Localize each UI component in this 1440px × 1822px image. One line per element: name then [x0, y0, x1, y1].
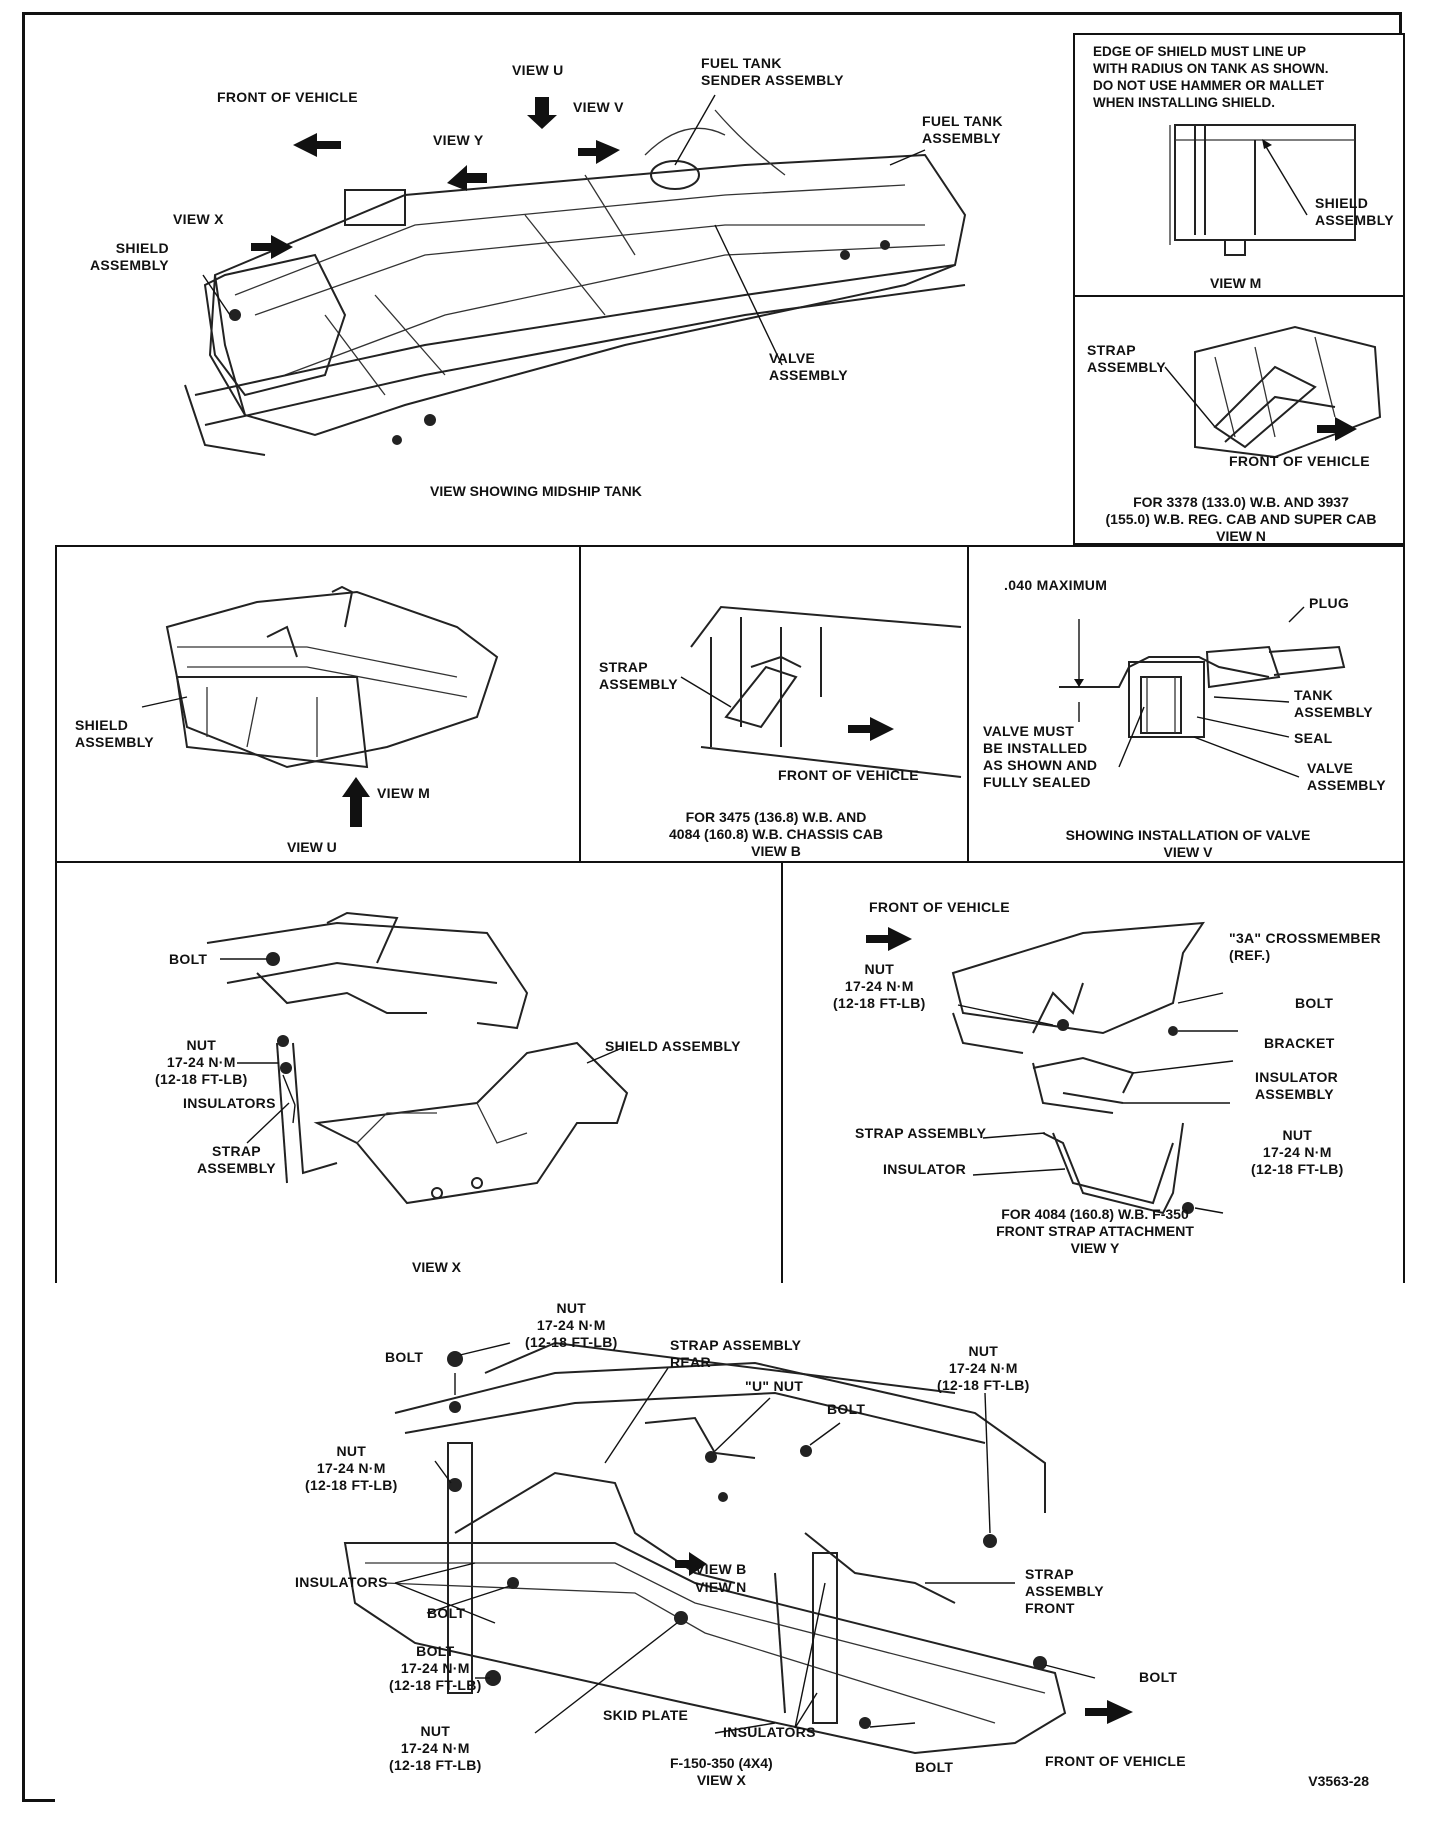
- view-b-strap-assembly-label: STRAP ASSEMBLY: [599, 659, 678, 692]
- view-x-top-bolt-label: BOLT: [169, 951, 208, 967]
- view-x-bottom-caption: F-150-350 (4X4) VIEW X: [670, 1755, 773, 1788]
- view-y-nut-label: NUT 17-24 N·m (12-18 FT-LB): [833, 961, 926, 1011]
- view-x-top-shield-assembly-label: SHIELD ASSEMBLY: [605, 1038, 741, 1054]
- view-x-bottom-skid-plate-label: SKID PLATE: [603, 1707, 689, 1723]
- panel-view-x-top: BOLT NUT 17-24 N·m (12-18 FT-LB) INSULAT…: [55, 861, 783, 1285]
- fuel-tank-sender-label: FUEL TANK SENDER ASSEMBLY: [701, 55, 844, 88]
- view-x-bottom-nut-right-label: NUT 17-24 N·m (12-18 FT-LB): [937, 1343, 1030, 1393]
- view-y-caption: FOR 4084 (160.8) W.B. F-350 FRONT STRAP …: [996, 1206, 1194, 1256]
- view-x-bottom-bolt-torque-label: BOLT 17-24 N·m (12-18 FT-LB): [389, 1643, 482, 1693]
- view-x-top-illustration: [206, 911, 629, 1205]
- view-y-insulator-label: INSULATOR: [883, 1161, 967, 1177]
- panel-view-n: STRAP ASSEMBLY FRONT OF VEHICLE FOR 3378…: [1073, 295, 1405, 545]
- view-y-illustration: [866, 921, 1238, 1215]
- view-x-top-caption: VIEW X: [412, 1259, 462, 1275]
- shield-assembly-label: SHIELD ASSEMBLY: [90, 240, 169, 273]
- view-y-bolt-label: BOLT: [1295, 995, 1334, 1011]
- view-x-bottom-bolt-bottom-label: BOLT: [915, 1759, 954, 1775]
- view-x-bottom-insulators-bottom-label: INSULATORS: [723, 1724, 816, 1740]
- view-y-crossmember-label: "3A" CROSSMEMBER (REF.): [1229, 930, 1381, 963]
- view-x-bottom-bolt-right-label: BOLT: [1139, 1669, 1178, 1685]
- view-x-bottom-view-b-label: VIEW B: [695, 1561, 747, 1577]
- view-v-valve-note: VALVE MUST BE INSTALLED AS SHOWN AND FUL…: [983, 723, 1098, 790]
- view-x-bottom-nut-left-label: NUT 17-24 N·m (12-18 FT-LB): [305, 1443, 398, 1493]
- view-v-seal-label: SEAL: [1294, 730, 1333, 746]
- view-n-caption: FOR 3378 (133.0) W.B. AND 3937 (155.0) W…: [1105, 494, 1377, 544]
- panel-view-v: .040 MAXIMUM PLUG TANK ASSEMBLY SEAL VAL…: [967, 545, 1405, 863]
- panel-view-b: STRAP ASSEMBLY FRONT OF VEHICLE FOR 3475…: [579, 545, 969, 863]
- view-x-bottom-view-n-label: VIEW N: [695, 1579, 747, 1595]
- view-y-front-of-vehicle-label: FRONT OF VEHICLE: [869, 899, 1010, 915]
- panel-midship-tank: FRONT OF VEHICLE VIEW U VIEW Y VIEW V VI…: [25, 15, 1073, 545]
- view-m-caption: VIEW M: [1210, 275, 1262, 291]
- view-n-front-of-vehicle-label: FRONT OF VEHICLE: [1229, 453, 1370, 469]
- view-n-strap-assembly-label: STRAP ASSEMBLY: [1087, 342, 1166, 375]
- panel-view-m: EDGE OF SHIELD MUST LINE UP WITH RADIUS …: [1073, 33, 1405, 297]
- view-x-bottom-front-of-vehicle-label: FRONT OF VEHICLE: [1045, 1753, 1186, 1769]
- view-m-note: EDGE OF SHIELD MUST LINE UP WITH RADIUS …: [1093, 44, 1329, 110]
- front-of-vehicle-label: FRONT OF VEHICLE: [217, 89, 358, 105]
- view-x-top-strap-assembly-label: STRAP ASSEMBLY: [197, 1143, 276, 1176]
- view-b-caption: FOR 3475 (136.8) W.B. AND 4084 (160.8) W…: [669, 809, 883, 859]
- view-u-caption: VIEW U: [287, 839, 337, 855]
- view-u-shield-assembly-label: SHIELD ASSEMBLY: [75, 717, 154, 750]
- panel-view-x-bottom: NUT 17-24 N·m (12-18 FT-LB) BOLT STRAP A…: [55, 1283, 1405, 1802]
- midship-tank-illustration: [184, 94, 967, 456]
- view-v-plug-label: PLUG: [1309, 595, 1350, 611]
- fuel-tank-assembly-label: FUEL TANK ASSEMBLY: [922, 113, 1003, 146]
- view-m-shield-assembly-label: SHIELD ASSEMBLY: [1315, 195, 1394, 228]
- view-v-max-label: .040 MAXIMUM: [1004, 577, 1108, 593]
- view-x-bottom-u-nut-label: "U" NUT: [745, 1378, 804, 1394]
- view-m-illustration: [1169, 124, 1356, 256]
- view-u-illustration: [141, 585, 499, 827]
- panel-view-u: SHIELD ASSEMBLY VIEW M VIEW U: [55, 545, 581, 863]
- view-v-valve-assembly-label: VALVE ASSEMBLY: [1307, 760, 1386, 793]
- view-y-label: VIEW Y: [433, 132, 484, 148]
- view-x-bottom-nut-bottom-label: NUT 17-24 N·m (12-18 FT-LB): [389, 1723, 482, 1773]
- view-x-top-insulators-label: INSULATORS: [183, 1095, 276, 1111]
- view-y-insulator-assembly-label: INSULATOR ASSEMBLY: [1255, 1069, 1339, 1102]
- view-x-top-nut-label: NUT 17-24 N·m (12-18 FT-LB): [155, 1037, 248, 1087]
- view-v-caption: SHOWING INSTALLATION OF VALVE VIEW V: [1065, 827, 1311, 860]
- view-x-bottom-insulators-left-label: INSULATORS: [295, 1574, 388, 1590]
- view-x-bottom-illustration: [343, 1341, 1133, 1755]
- view-u-label: VIEW U: [512, 62, 564, 78]
- view-u-view-m-label: VIEW M: [377, 785, 431, 801]
- diagram-sheet: FRONT OF VEHICLE VIEW U VIEW Y VIEW V VI…: [22, 12, 1405, 1802]
- view-b-illustration: [680, 605, 962, 778]
- view-x-bottom-bolt-top-label: BOLT: [385, 1349, 424, 1365]
- view-x-bottom-nut-top-label: NUT 17-24 N·m (12-18 FT-LB): [525, 1300, 618, 1350]
- figure-reference: V3563-28: [1308, 1773, 1369, 1789]
- view-x-bottom-strap-front-label: STRAP ASSEMBLY FRONT: [1025, 1566, 1104, 1616]
- view-y-strap-assembly-label: STRAP ASSEMBLY: [855, 1125, 987, 1141]
- view-n-illustration: [1164, 325, 1382, 459]
- view-b-front-of-vehicle-label: FRONT OF VEHICLE: [778, 767, 919, 783]
- midship-caption: VIEW SHOWING MIDSHIP TANK: [430, 483, 642, 499]
- view-v-label: VIEW V: [573, 99, 624, 115]
- view-v-tank-assembly-label: TANK ASSEMBLY: [1294, 687, 1373, 720]
- view-y-nut2-label: NUT 17-24 N·m (12-18 FT-LB): [1251, 1127, 1344, 1177]
- view-x-label: VIEW X: [173, 211, 224, 227]
- valve-assembly-label: VALVE ASSEMBLY: [769, 350, 848, 383]
- view-x-bottom-strap-rear-label: STRAP ASSEMBLY REAR: [670, 1337, 802, 1370]
- panel-view-y: FRONT OF VEHICLE NUT 17-24 N·m (12-18 FT…: [781, 861, 1405, 1285]
- view-x-bottom-bolt-mid-label: BOLT: [827, 1401, 866, 1417]
- view-x-bottom-bolt-left-label: BOLT: [427, 1605, 466, 1621]
- view-y-bracket-label: BRACKET: [1264, 1035, 1335, 1051]
- view-v-illustration: [1059, 606, 1346, 778]
